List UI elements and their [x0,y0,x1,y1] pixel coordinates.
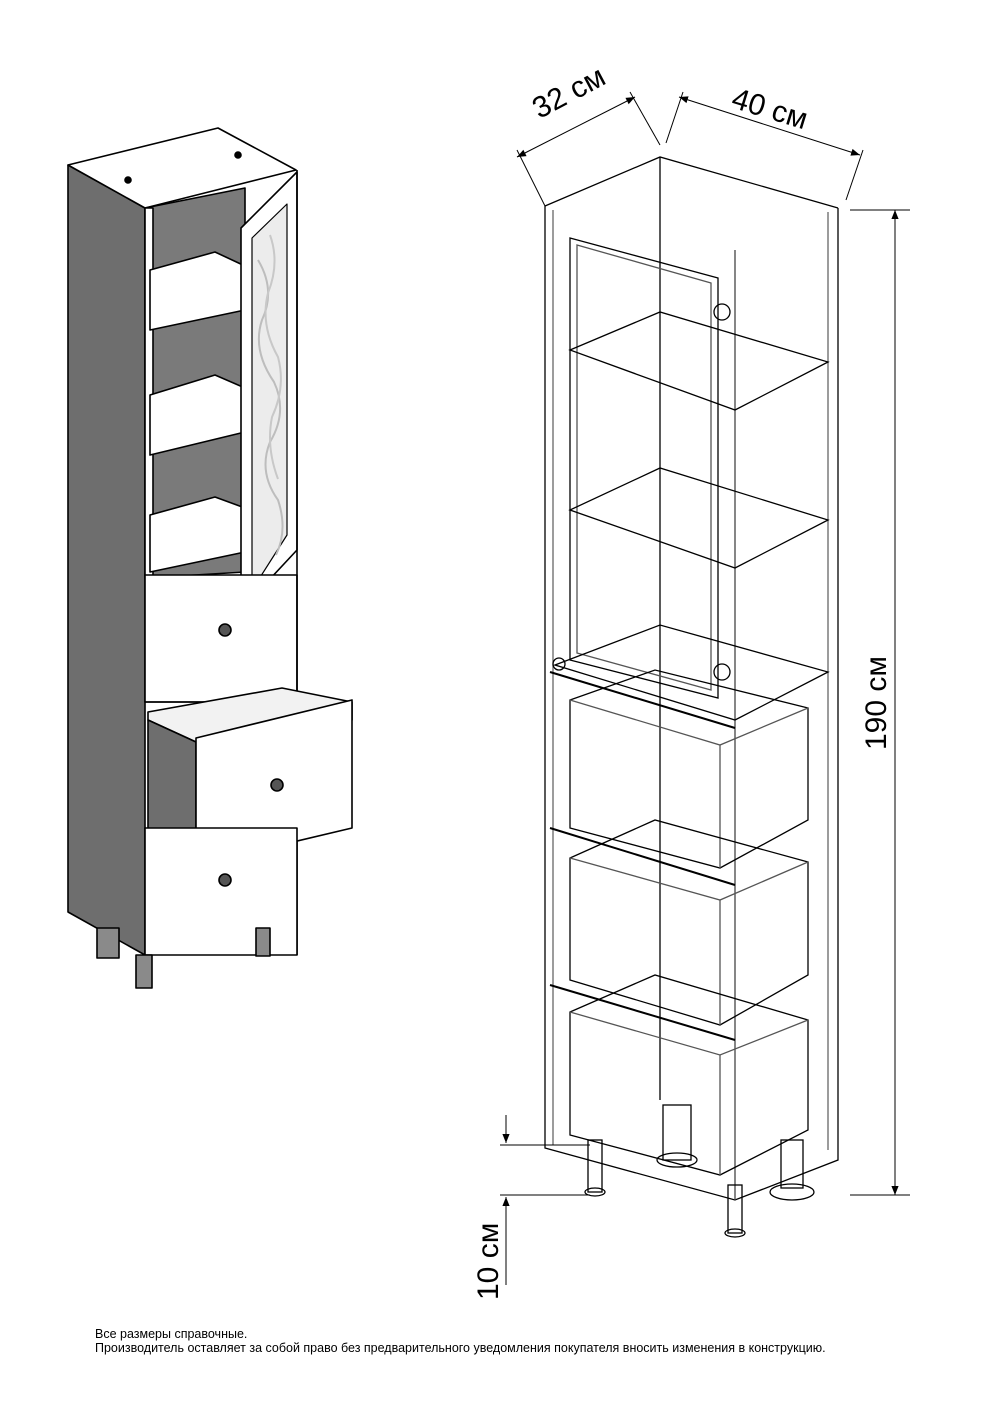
wire-leg [587,1139,603,1193]
wire-shelf [552,624,830,721]
wire-leg [780,1139,804,1189]
wire-drawer [569,669,809,869]
note-line-2: Производитель оставляет за собой право б… [95,1341,826,1355]
wire-door-frame [569,237,719,699]
door-glass-panel [251,203,288,591]
wire-shelf [568,311,830,411]
dimension-height-label: 190 см [860,655,893,750]
cabinet-leg [135,954,153,989]
cabinet-wireframe [544,156,839,1238]
wire-drawer [569,974,809,1176]
wire-leg [662,1104,692,1161]
cabinet-side-panel [67,164,146,956]
wire-leg [727,1184,743,1234]
drawer-knob [270,778,284,792]
footer-notes: Все размеры справочные. Производитель ос… [95,1327,975,1355]
dimension-lines [500,91,910,1285]
cabinet-render [67,127,353,989]
drawer-knob [218,623,232,637]
drawer-front-lower [144,827,298,956]
dimension-leg-label: 10 см [472,1222,505,1300]
drawer-front-upper [144,574,298,703]
cabinet-leg [255,927,271,957]
wire-shelf [568,467,830,569]
note-line-1: Все размеры справочные. [95,1327,248,1341]
cabinet-leg [96,927,120,959]
cabinet-top [67,127,297,209]
drawer-knob [218,873,232,887]
wire-drawer [569,819,809,1026]
